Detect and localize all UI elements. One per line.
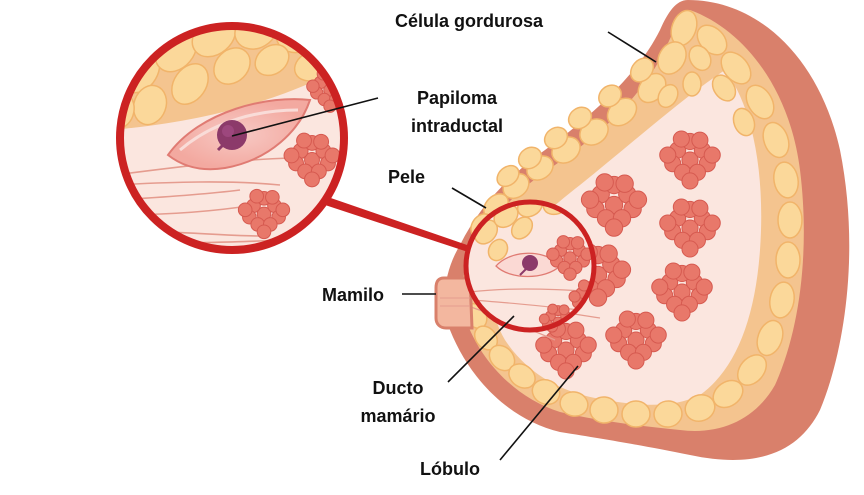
fat-cell <box>657 41 687 75</box>
lobule-leader <box>499 365 579 461</box>
fat-cell <box>653 400 683 428</box>
lobule <box>659 130 721 190</box>
fat-cell <box>589 396 619 424</box>
nipple <box>434 276 474 330</box>
lobule <box>651 262 713 322</box>
lobule <box>605 310 667 370</box>
label-fat-cell: Célula gordurosa <box>395 11 544 31</box>
label-duct: Ducto mamário <box>352 374 444 430</box>
label-duct-line1: Ducto <box>372 378 424 398</box>
label-lobule: Lóbulo <box>420 459 480 479</box>
label-duct-line2: mamário <box>360 406 436 426</box>
leader-lines <box>231 31 657 461</box>
fat-cell <box>543 126 569 150</box>
fat-cell <box>567 106 593 130</box>
lobule <box>580 173 648 237</box>
fat-cell <box>769 281 795 319</box>
large-magnifier <box>116 22 348 254</box>
papilloma-leader <box>231 97 379 137</box>
fat-cell <box>254 43 290 77</box>
fat-cell <box>745 84 775 120</box>
fat-cell <box>720 51 752 85</box>
fat-cell <box>712 379 744 409</box>
fat-cell <box>517 146 543 170</box>
fat-cell <box>508 363 536 389</box>
fat-cell <box>559 391 589 417</box>
fat-cell <box>629 57 655 83</box>
lobule <box>283 132 341 188</box>
fat-cell <box>132 84 168 126</box>
fat-cell <box>657 83 679 109</box>
label-nipple: Mamilo <box>322 285 385 305</box>
body-lobules <box>530 130 721 380</box>
fat-cell <box>171 63 209 105</box>
fat-cell <box>487 238 509 262</box>
fat-cell <box>516 202 544 218</box>
fat-cell <box>777 201 803 239</box>
label-papilloma-line2: intraductal <box>410 116 503 136</box>
fat-cell <box>682 71 702 97</box>
fat-cell <box>496 164 520 188</box>
duct-leader <box>447 315 515 383</box>
fat-cell <box>688 44 712 72</box>
body-fat-cells <box>464 9 803 428</box>
label-papilloma: Papiloma intraductal <box>392 84 522 140</box>
fat-cell <box>510 216 534 240</box>
fat-cell <box>311 26 344 57</box>
lobule <box>659 198 721 258</box>
fat-cell <box>598 84 622 108</box>
fat-cell <box>773 161 799 199</box>
fat-cell <box>775 241 801 279</box>
fat-cell <box>191 26 237 58</box>
lobule <box>546 235 594 281</box>
fat-cell <box>756 319 784 357</box>
fat-cell <box>621 400 651 428</box>
lobule <box>237 188 291 240</box>
fat-cell <box>213 47 251 85</box>
magnifier-connector <box>322 196 470 252</box>
fat-cell <box>711 74 737 102</box>
fat-cell-leader <box>607 31 657 63</box>
fat-cell <box>762 121 790 159</box>
skin-leader <box>451 187 487 209</box>
fat-cell <box>531 378 561 406</box>
fat-cell <box>736 354 768 386</box>
fat-cell <box>732 107 756 137</box>
small-magnifier <box>463 199 597 333</box>
label-papilloma-line1: Papiloma <box>416 88 498 108</box>
label-skin: Pele <box>388 167 426 187</box>
